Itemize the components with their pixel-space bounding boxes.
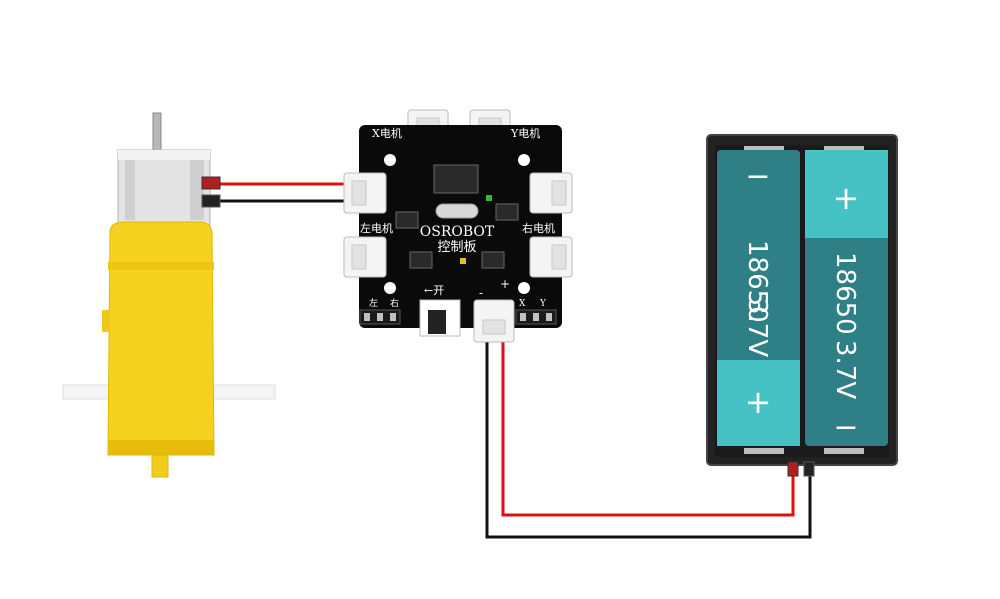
cell-2-voltage: 3.7V xyxy=(830,340,860,399)
servo-header-left xyxy=(359,309,401,325)
connector-power xyxy=(473,299,515,343)
label-y-motor: Y电机 xyxy=(510,126,540,140)
connector-motor-input xyxy=(343,172,387,214)
cell-2-bottom-sign: − xyxy=(833,410,858,445)
cell-2-model: 18650 xyxy=(830,252,860,335)
cell-2-positive-cap xyxy=(805,150,888,238)
driver-chip xyxy=(409,251,433,269)
driver-chip xyxy=(481,251,505,269)
servo-header-right xyxy=(515,309,557,325)
battery-cell-1: − 18650 3.7V + xyxy=(717,150,800,446)
battery-black-lead xyxy=(803,461,815,477)
mount-hole xyxy=(384,154,396,166)
motor-top-shaft xyxy=(152,112,162,154)
mount-hole xyxy=(518,154,530,166)
motor-red-terminal xyxy=(201,176,221,190)
label-left-motor: 左电机 xyxy=(360,221,393,235)
label-servo-x: X xyxy=(519,299,526,309)
crystal xyxy=(435,203,479,219)
wires xyxy=(218,182,812,539)
connector-right-motor xyxy=(529,236,573,278)
mount-hole xyxy=(384,282,396,294)
label-power-plus: + xyxy=(500,277,510,291)
driver-chip xyxy=(495,203,519,221)
board-subtitle: 控制板 xyxy=(437,240,476,255)
label-servo-left: 左 xyxy=(369,297,378,309)
motor-bottom-shaft xyxy=(151,454,169,478)
cell-1-bottom-sign: + xyxy=(745,383,772,421)
battery-red-lead xyxy=(787,461,799,477)
control-board: X电机 Y电机 左电机 右电机 OSROBOT 控制板 ←开 左 右 X Y -… xyxy=(343,109,573,343)
battery-cell-2: + 18650 3.7V − xyxy=(805,150,888,446)
board-brand: OSROBOT xyxy=(420,224,495,240)
label-power-minus: - xyxy=(479,286,483,300)
cell-1-top-sign: − xyxy=(745,159,770,194)
driver-chip xyxy=(395,211,419,229)
led-yellow xyxy=(460,258,466,264)
label-servo-right: 右 xyxy=(390,297,399,309)
motor-black-terminal xyxy=(201,194,221,208)
label-right-motor: 右电机 xyxy=(522,221,555,235)
battery-black-wire xyxy=(485,340,812,539)
cell-1-voltage: 3.7V xyxy=(742,298,772,357)
cell-1-positive-cap xyxy=(717,360,800,446)
cell-2-top-sign: + xyxy=(833,179,860,217)
battery-red-wire xyxy=(501,340,795,517)
cell-1-model: 18650 xyxy=(742,240,772,323)
motor-gearbox xyxy=(107,221,215,456)
label-servo-y: Y xyxy=(539,299,547,309)
connector-left-motor xyxy=(343,236,387,278)
main-chip xyxy=(433,164,479,194)
label-switch: ←开 xyxy=(424,284,444,297)
connector-right-top xyxy=(529,172,573,214)
battery-holder: − 18650 3.7V + + 18650 3.7V − xyxy=(706,134,898,477)
gear-motor xyxy=(62,112,276,478)
power-switch xyxy=(419,299,461,337)
board-pcb xyxy=(359,125,562,328)
led-green xyxy=(486,195,492,201)
mount-hole xyxy=(518,282,530,294)
label-x-motor: X电机 xyxy=(372,126,402,140)
